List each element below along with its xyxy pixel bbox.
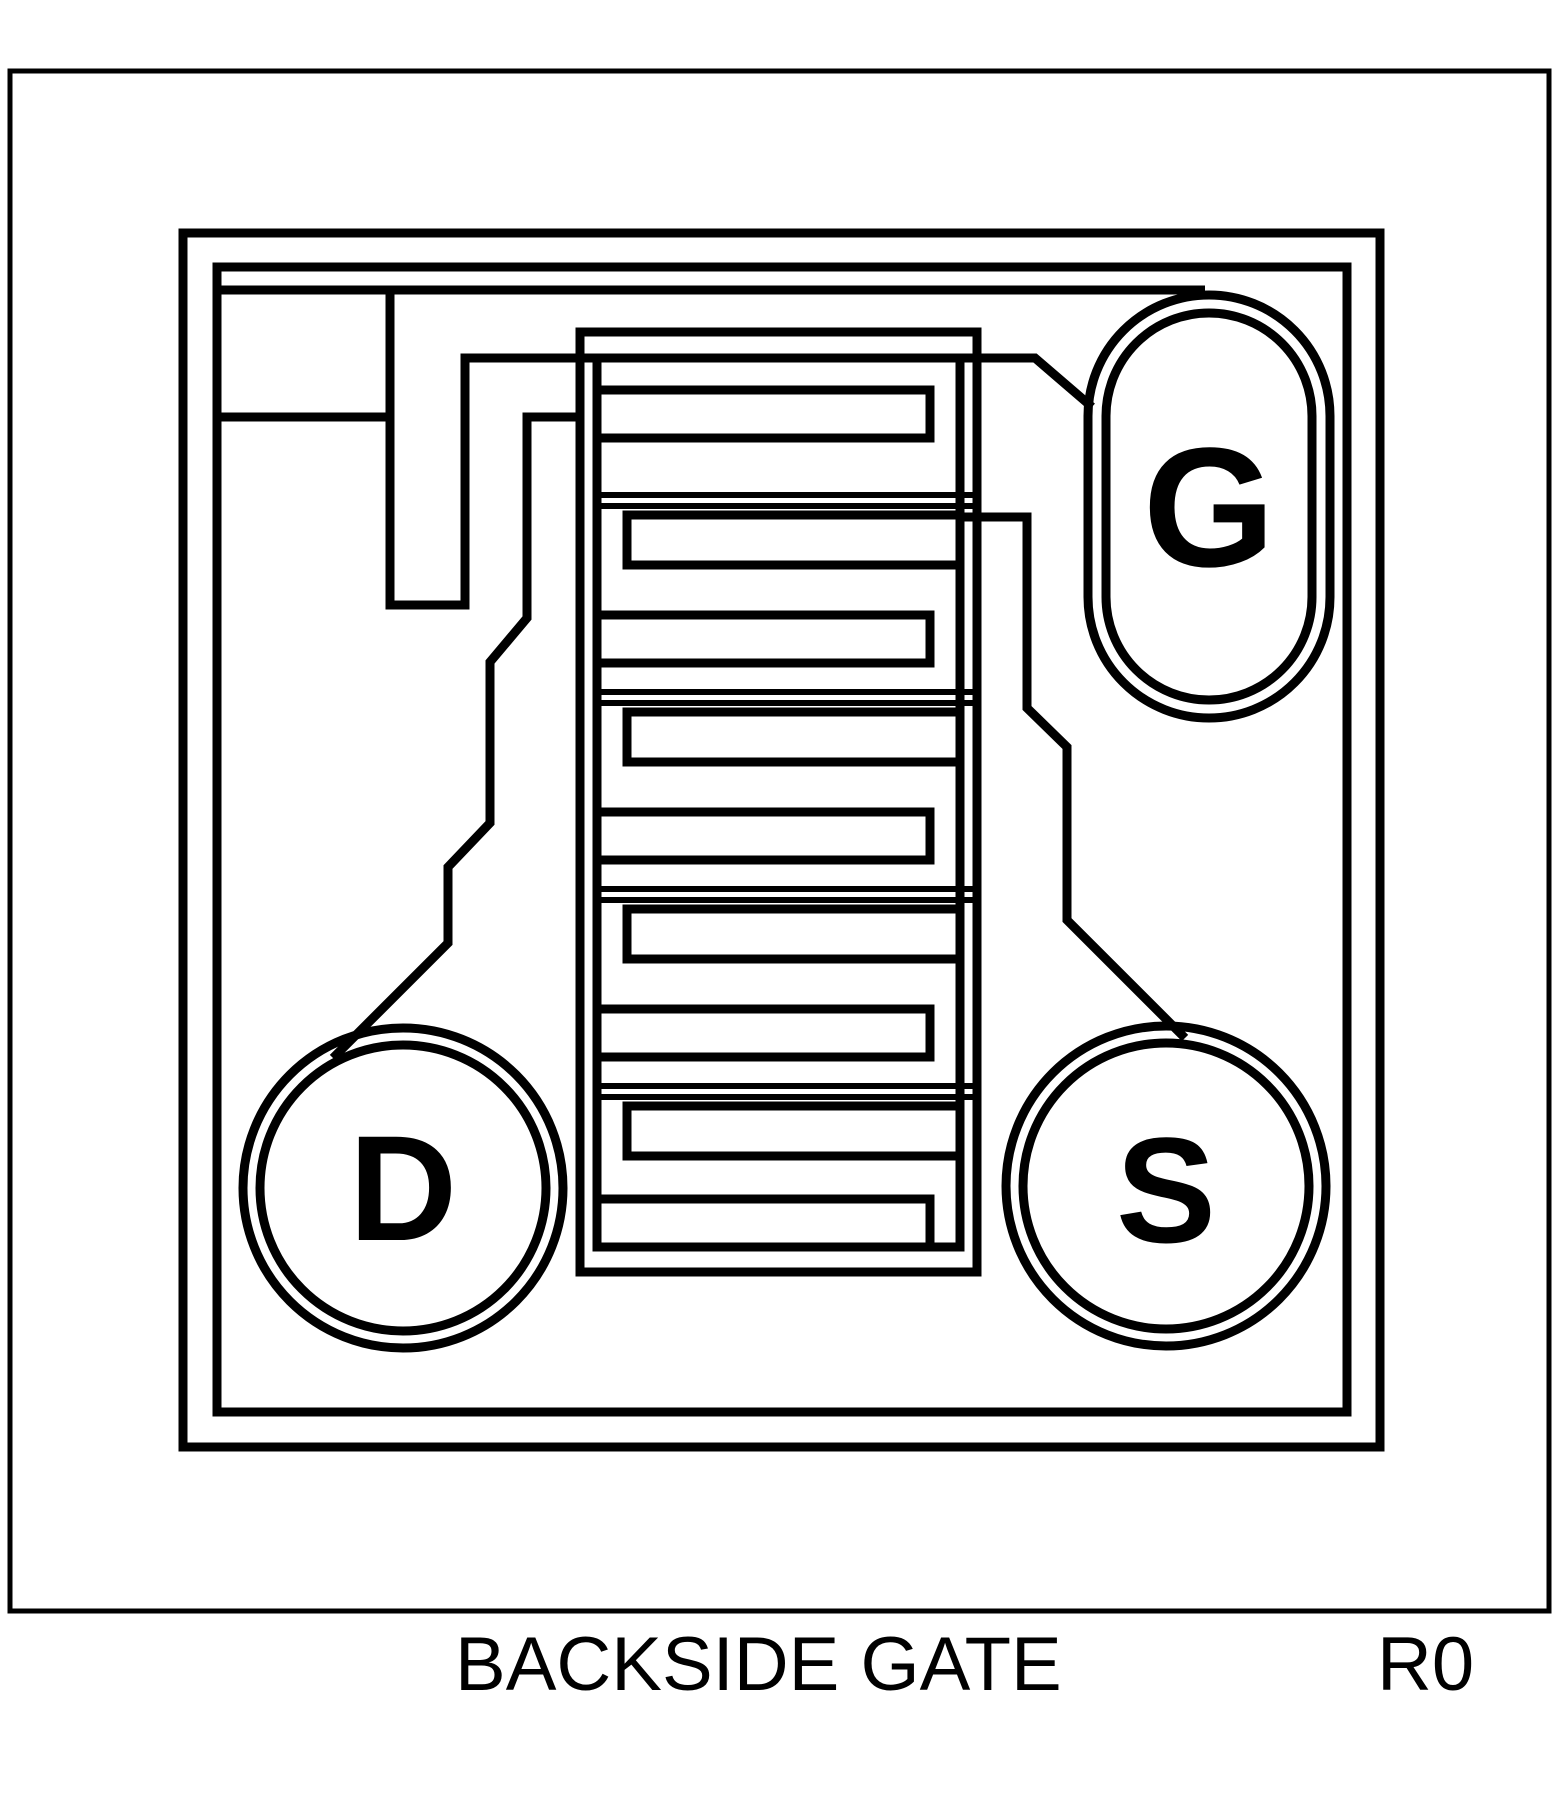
source-pad-label: S — [1116, 1106, 1216, 1274]
drain-pad — [255, 1040, 551, 1336]
gate-pad-ring — [1083, 290, 1335, 723]
revision-text: R0 — [1377, 1622, 1474, 1707]
gate-feed-trace — [385, 290, 1095, 610]
drain-finger — [592, 807, 935, 865]
drain-trace — [329, 412, 580, 1062]
source-pad — [1018, 1038, 1314, 1334]
source-finger — [622, 510, 965, 570]
gate-ring-outer — [575, 327, 982, 1277]
drawing-border — [7, 68, 1552, 1614]
gate-cross-lines — [597, 689, 977, 706]
drain-pad-ring — [238, 1023, 568, 1353]
source-finger — [622, 1101, 965, 1161]
caption-text: BACKSIDE GATE — [455, 1622, 1062, 1707]
gate-pad-label: G — [1143, 413, 1275, 603]
source-pad-ring — [1001, 1021, 1331, 1351]
gate-ring-inner — [592, 353, 965, 1252]
drain-finger — [592, 1004, 935, 1062]
source-trace — [960, 512, 1189, 1042]
source-finger — [622, 707, 965, 767]
drain-finger — [592, 1194, 935, 1252]
drain-finger — [592, 385, 935, 443]
gate-pad — [1101, 308, 1317, 705]
die-inner-outline — [212, 262, 1352, 1417]
drain-pad-label: D — [349, 1104, 457, 1272]
gate-cross-lines — [597, 886, 977, 903]
die-outline — [178, 228, 1385, 1452]
gate-cross-lines — [597, 1083, 977, 1100]
source-finger — [622, 904, 965, 964]
drain-finger — [592, 610, 935, 668]
gate-cross-lines — [597, 492, 977, 509]
